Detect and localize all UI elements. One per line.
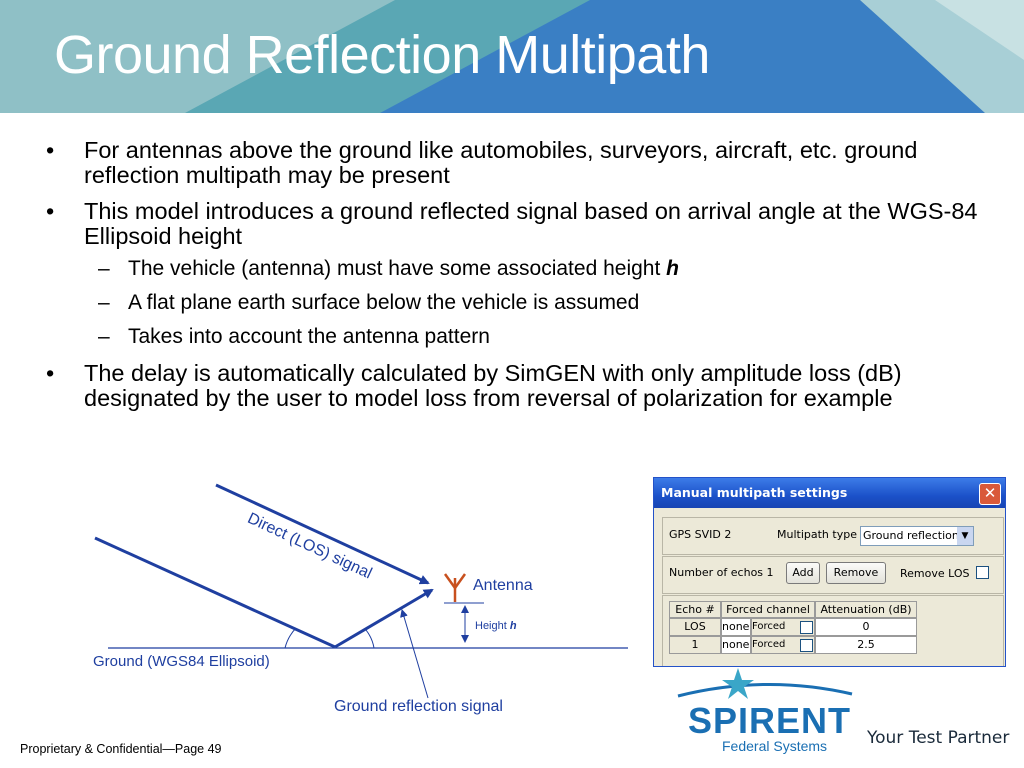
column-header-forced-channel: Forced channel xyxy=(721,601,815,618)
forced-label: Forced xyxy=(752,621,786,632)
table-row-channel[interactable]: none xyxy=(721,618,751,636)
incident-signal-line xyxy=(94,536,336,649)
height-symbol-label: h xyxy=(509,620,517,632)
svid-group: GPS SVID 2 Multipath type Ground reflect… xyxy=(662,517,1004,555)
height-label: Height h xyxy=(475,620,517,632)
antenna-icon xyxy=(443,573,467,602)
page-title: Ground Reflection Multipath xyxy=(54,25,710,85)
dialog-titlebar: Manual multipath settings ✕ xyxy=(654,478,1005,508)
bullet-list: • For antennas above the ground like aut… xyxy=(46,138,986,422)
multipath-diagram xyxy=(94,483,628,699)
sub-bullet-text: Takes into account the antenna pattern xyxy=(128,325,490,348)
bullet-text: For antennas above the ground like autom… xyxy=(84,137,918,188)
table-row-echo: 1 xyxy=(669,636,721,654)
table-row-forced: Forced xyxy=(751,636,815,654)
column-header-attenuation: Attenuation (dB) xyxy=(815,601,917,618)
bullet-glyph: • xyxy=(46,360,55,386)
table-row-attenuation[interactable]: 2.5 xyxy=(815,636,917,654)
table-row-forced: Forced xyxy=(751,618,815,636)
reflection-pointer xyxy=(400,609,429,699)
forced-label: Forced xyxy=(752,639,786,650)
height-label-text: Height xyxy=(475,620,507,632)
bullet-item: • The delay is automatically calculated … xyxy=(46,361,986,411)
echo-table-group: Echo # Forced channel Attenuation (dB) L… xyxy=(662,595,1004,666)
echos-group: Number of echos 1 Add Remove Remove LOS xyxy=(662,556,1004,594)
table-row-attenuation[interactable]: 0 xyxy=(815,618,917,636)
title-banner xyxy=(0,0,1024,113)
bullet-item: • This model introduces a ground reflect… xyxy=(46,199,986,249)
sub-bullet-text: The vehicle (antenna) must have some ass… xyxy=(128,257,667,280)
tagline: Your Test Partner xyxy=(867,728,1010,748)
remove-button[interactable]: Remove xyxy=(826,562,886,584)
spirent-star-logo xyxy=(677,668,853,699)
sub-bullet-text: A flat plane earth surface below the veh… xyxy=(128,291,640,314)
multipath-type-select[interactable]: Ground reflection ▼ xyxy=(860,526,974,546)
remove-los-checkbox[interactable] xyxy=(976,566,989,579)
svid-label: GPS SVID 2 xyxy=(669,528,732,541)
sub-bullet-item: – A flat plane earth surface below the v… xyxy=(46,291,986,315)
bullet-item: • For antennas above the ground like aut… xyxy=(46,138,986,188)
dialog-title: Manual multipath settings xyxy=(661,485,848,500)
multipath-type-value: Ground reflection xyxy=(863,529,959,542)
incidence-angle-arc xyxy=(284,627,297,649)
add-button[interactable]: Add xyxy=(786,562,820,584)
reflection-signal-label: Ground reflection signal xyxy=(334,698,503,715)
direct-signal-line xyxy=(215,483,430,585)
bullet-text: This model introduces a ground reflected… xyxy=(84,198,978,249)
forced-checkbox[interactable] xyxy=(800,639,813,652)
sub-bullet-item: – Takes into account the antenna pattern xyxy=(46,325,986,349)
close-button[interactable]: ✕ xyxy=(979,483,1001,505)
multipath-type-label: Multipath type xyxy=(777,528,857,541)
logo-subtitle: Federal Systems xyxy=(722,738,828,754)
dash-glyph: – xyxy=(98,257,110,280)
sub-bullet-item: – The vehicle (antenna) must have some a… xyxy=(46,257,986,281)
ground-label: Ground (WGS84 Ellipsoid) xyxy=(93,653,270,670)
echos-label: Number of echos 1 xyxy=(669,566,774,579)
remove-los-label: Remove LOS xyxy=(900,567,970,580)
reflection-angle-arc xyxy=(365,629,375,649)
forced-checkbox[interactable] xyxy=(800,621,813,634)
reflected-signal-line xyxy=(334,588,434,649)
dash-glyph: – xyxy=(98,291,110,314)
dash-glyph: – xyxy=(98,325,110,348)
table-row-channel[interactable]: none xyxy=(721,636,751,654)
bullet-text: The delay is automatically calculated by… xyxy=(84,360,902,411)
chevron-down-icon: ▼ xyxy=(957,527,973,545)
bullet-glyph: • xyxy=(46,137,55,163)
footer-confidential: Proprietary & Confidential—Page 49 xyxy=(20,742,222,756)
logo-wordmark: SPIRENT xyxy=(688,700,852,741)
table-row-echo: LOS xyxy=(669,618,721,636)
antenna-label: Antenna xyxy=(473,577,533,594)
bullet-glyph: • xyxy=(46,198,55,224)
height-symbol: h xyxy=(666,257,679,280)
manual-multipath-dialog: Manual multipath settings ✕ GPS SVID 2 M… xyxy=(653,477,1006,667)
column-header-echo: Echo # xyxy=(669,601,721,618)
